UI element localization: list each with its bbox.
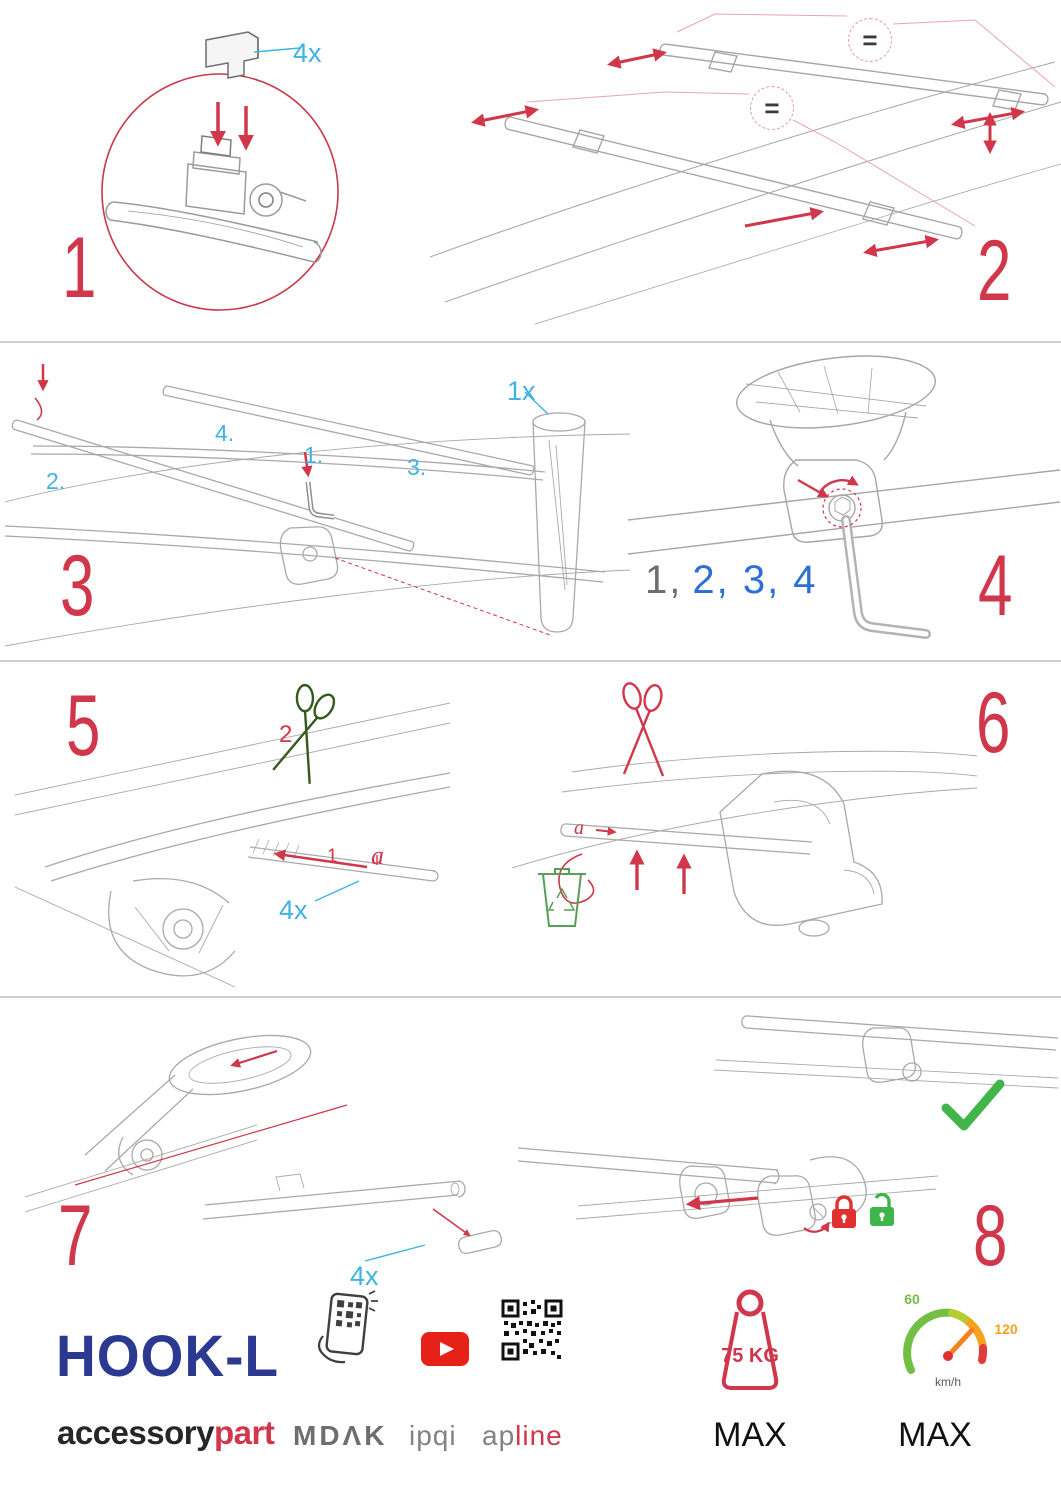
- speedometer-icon: 60 120 km/h: [903, 1291, 1018, 1389]
- step6-red-marks: [558, 826, 692, 904]
- step3-sub2-label: 2.: [46, 468, 66, 494]
- section-divider: [0, 341, 1061, 343]
- speed-unit-label: km/h: [935, 1375, 961, 1389]
- sequence-steps-2-4: 2, 3, 4: [692, 558, 818, 602]
- step3-sub3-label: 3.: [407, 454, 427, 480]
- logo-apline: apline: [482, 1422, 563, 1450]
- speed-high-label: 120: [994, 1321, 1018, 1337]
- logo-ipqi: ipqi: [409, 1420, 457, 1451]
- step5-cut-label: 2: [279, 721, 293, 748]
- tightening-sequence: 1,2, 3, 4: [645, 558, 818, 603]
- brand-primary-text: accessory: [57, 1414, 214, 1451]
- logo-apline-red: line: [515, 1420, 563, 1451]
- foot-trim-drawing: [512, 750, 977, 937]
- allen-key-small: [305, 481, 335, 520]
- youtube-icon: [421, 1332, 469, 1366]
- step1-qty-label: 4x: [293, 38, 322, 68]
- equal-symbol: =: [764, 92, 780, 123]
- step5-number: 5: [66, 678, 100, 774]
- sequence-step-1: 1,: [645, 558, 683, 602]
- insert-arrows: [210, 102, 254, 151]
- qty-leader-line: [314, 880, 360, 902]
- equal-symbol: =: [862, 24, 878, 55]
- qty-leader-line: [364, 1244, 426, 1262]
- equal-spacing-badge-top: =: [848, 18, 892, 62]
- phone-qr-scan-icon: [317, 1290, 378, 1364]
- scissors-icon: [272, 683, 336, 784]
- step5-part-label: a: [371, 841, 384, 870]
- step2-illustration: [429, 13, 1061, 325]
- logo-apline-gray: ap: [482, 1420, 516, 1451]
- qty-leader-line: [524, 391, 549, 415]
- step7-number: 7: [58, 1188, 92, 1284]
- slide-adjust-arrows: [471, 48, 1025, 258]
- endcap-insert-drawing: [25, 1034, 503, 1255]
- strap-leg-part: [532, 412, 586, 633]
- product-name: HOOK-L: [56, 1324, 280, 1389]
- equal-distance-guides: [526, 13, 1056, 227]
- step5-qty-label: 4x: [279, 895, 308, 925]
- step7-qty-label: 4x: [350, 1261, 379, 1291]
- weight-max-label: MAX: [713, 1416, 787, 1454]
- max-weight-value: 75 KG: [721, 1345, 779, 1367]
- brand-wordmark: accessorypart: [57, 1414, 275, 1451]
- checkmark-icon: [941, 1079, 1005, 1131]
- cut-direction-arrows: [273, 849, 378, 869]
- step2-number: 2: [977, 223, 1011, 319]
- max-weight-icon: 75 KG: [721, 1289, 779, 1390]
- roof-assembly-drawing: [5, 385, 630, 647]
- qty-leader-line: [253, 47, 301, 53]
- step1-number: 1: [62, 220, 96, 316]
- step6-number: 6: [976, 675, 1010, 771]
- step5-order-label: 1: [327, 846, 338, 867]
- crossbar-clamp-drawing: [105, 135, 322, 264]
- section-divider: [0, 660, 1061, 662]
- magnifier-circle: [101, 73, 339, 311]
- step7-illustration: [25, 1034, 503, 1262]
- step8-illustration: [518, 1015, 1058, 1236]
- step6-illustration: [512, 682, 977, 937]
- step3-sub1-label: 1.: [304, 442, 324, 468]
- strip-trim-drawing: [15, 702, 450, 987]
- step5-illustration: [15, 683, 450, 987]
- step3-illustration: [5, 364, 630, 647]
- step3-red-marks: [34, 364, 551, 636]
- step8-red-marks: [685, 1195, 830, 1233]
- allen-key-large: [841, 515, 931, 639]
- step6-part-label: a: [574, 817, 584, 839]
- brand-accent-text: part: [213, 1414, 275, 1451]
- two-crossbars-drawing: [429, 43, 1061, 325]
- step1-illustration: [101, 31, 339, 311]
- unlocked-padlock-icon: [870, 1192, 894, 1226]
- step3-qty-label: 1x: [507, 376, 536, 406]
- gauge-needle: [945, 1327, 975, 1359]
- section-divider: [0, 996, 1061, 998]
- step4-number: 4: [978, 538, 1012, 634]
- qr-code: [501, 1299, 563, 1361]
- step3-number: 3: [60, 538, 94, 634]
- clamp-closeup-drawing: [628, 355, 1060, 555]
- tighten-rotation-marks: [797, 475, 862, 528]
- equal-spacing-badge-mid: =: [750, 86, 794, 130]
- locked-padlock-icon: [832, 1195, 856, 1228]
- speed-low-label: 60: [904, 1291, 920, 1307]
- trash-bin-icon: [538, 868, 586, 927]
- speed-max-label: MAX: [898, 1416, 972, 1454]
- step7-red-marks: [74, 1049, 471, 1237]
- step4-illustration: [628, 355, 1060, 639]
- step8-number: 8: [973, 1188, 1007, 1284]
- scissors-icon: [622, 682, 665, 777]
- hook-bracket-part: [205, 31, 259, 79]
- step3-sub4-label: 4.: [215, 420, 235, 446]
- logo-mdak: MDΛK: [293, 1420, 388, 1451]
